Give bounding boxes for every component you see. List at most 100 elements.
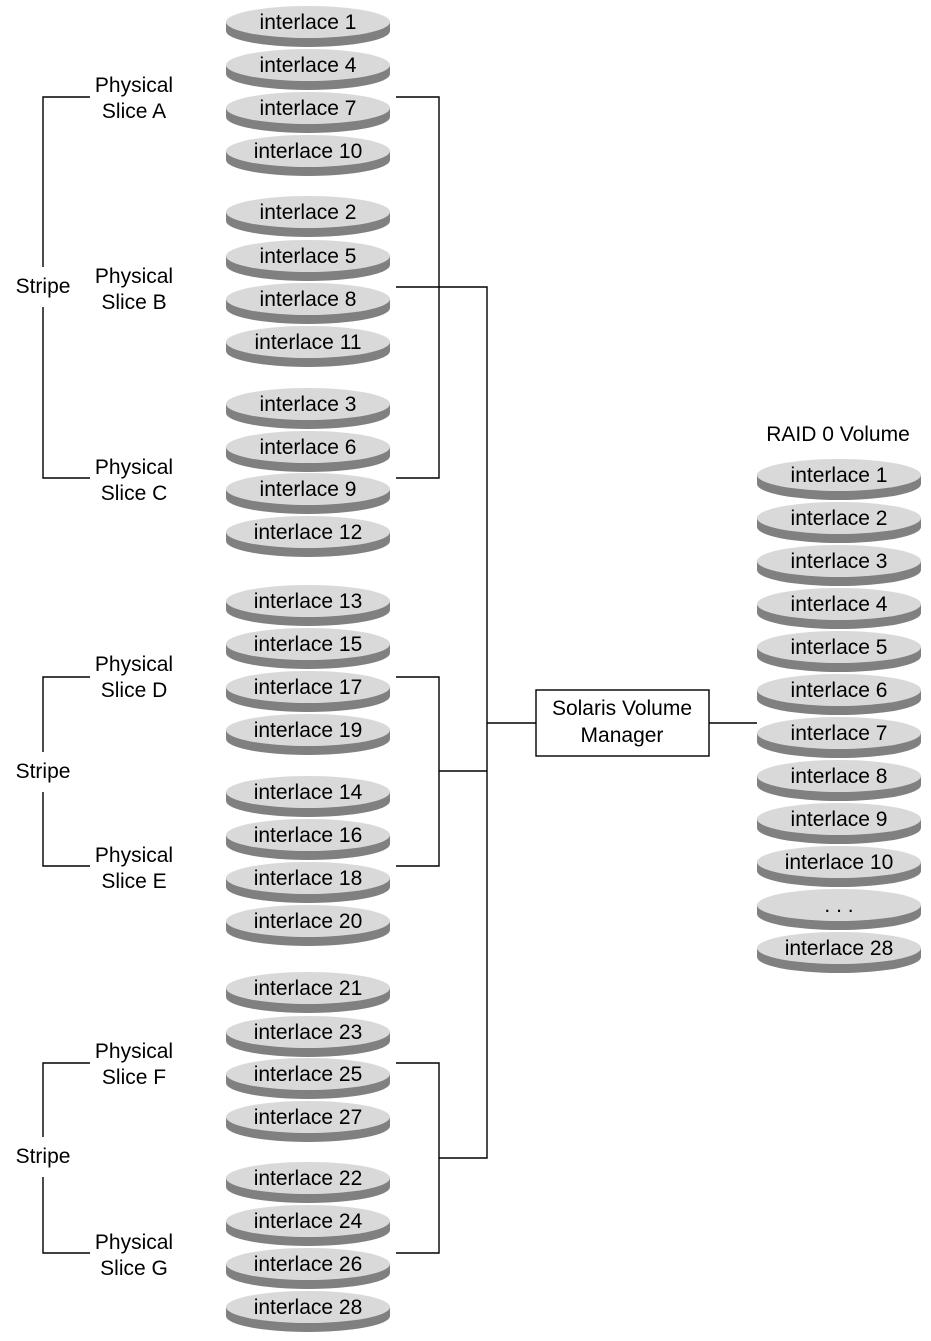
disk-top xyxy=(757,631,921,663)
slice-label-line1: Physical xyxy=(95,1231,173,1254)
interlace-label: interlace 4 xyxy=(791,593,888,616)
interlace-label: interlace 8 xyxy=(791,765,888,788)
interlace-disk: interlace 9 xyxy=(226,473,390,514)
interlace-label: interlace 12 xyxy=(254,521,363,544)
interlace-label: interlace 10 xyxy=(254,140,363,163)
interlace-label: interlace 1 xyxy=(791,464,888,487)
slice-label-line1: Physical xyxy=(95,456,173,479)
slice-label-line2: Slice F xyxy=(102,1066,166,1089)
interlace-disk: interlace 10 xyxy=(226,135,390,176)
disk-top xyxy=(757,545,921,577)
interlace-label: interlace 3 xyxy=(791,550,888,573)
disk-top xyxy=(226,92,390,124)
interlace-disk: interlace 13 xyxy=(226,585,390,626)
stripe-bracket-top xyxy=(42,96,90,267)
disk-top xyxy=(226,585,390,617)
stripe-right-bracket xyxy=(396,1062,440,1254)
interlace-disk: interlace 22 xyxy=(226,1162,390,1203)
manager-label-line2: Manager xyxy=(581,724,664,747)
interlace-disk: interlace 24 xyxy=(226,1205,390,1246)
interlace-label: interlace 7 xyxy=(791,722,888,745)
interlace-label: interlace 27 xyxy=(254,1106,363,1129)
slice-label-line1: Physical xyxy=(95,653,173,676)
disk-top xyxy=(226,1291,390,1323)
interlace-disk: interlace 10 xyxy=(757,846,921,887)
interlace-label: interlace 2 xyxy=(791,507,888,530)
interlace-label: interlace 22 xyxy=(254,1167,363,1190)
interlace-disk: interlace 8 xyxy=(757,760,921,801)
interlace-disk: interlace 4 xyxy=(757,588,921,629)
stripe-bracket-top xyxy=(42,1062,90,1137)
disk-top xyxy=(757,459,921,491)
interlace-label: interlace 23 xyxy=(254,1021,363,1044)
interlace-label: . . . xyxy=(824,894,853,917)
interlace-label: interlace 9 xyxy=(791,808,888,831)
disk-top xyxy=(757,717,921,749)
interlace-label: interlace 5 xyxy=(791,636,888,659)
interlace-disk: interlace 7 xyxy=(226,92,390,133)
interlace-label: interlace 7 xyxy=(260,97,357,120)
disk-top xyxy=(226,862,390,894)
disk-top xyxy=(226,1162,390,1194)
disk-top xyxy=(757,760,921,792)
disk-top xyxy=(757,803,921,835)
interlace-disk: interlace 25 xyxy=(226,1058,390,1099)
interlace-label: interlace 5 xyxy=(260,245,357,268)
disk-top xyxy=(757,889,921,921)
interlace-disk: interlace 9 xyxy=(757,803,921,844)
disk-top xyxy=(226,431,390,463)
volume-title: RAID 0 Volume xyxy=(766,423,910,446)
interlace-label: interlace 15 xyxy=(254,633,363,656)
interlace-disk: interlace 1 xyxy=(757,459,921,500)
interlace-label: interlace 6 xyxy=(260,436,357,459)
disk-top xyxy=(226,1016,390,1048)
disk-top xyxy=(226,6,390,38)
interlace-label: interlace 18 xyxy=(254,867,363,890)
interlace-disk: interlace 27 xyxy=(226,1101,390,1142)
disk-top xyxy=(757,588,921,620)
interlace-disk: interlace 4 xyxy=(226,49,390,90)
stripe-bracket-bottom xyxy=(42,1177,90,1254)
interlace-label: interlace 8 xyxy=(260,288,357,311)
interlace-disk: interlace 28 xyxy=(757,932,921,973)
interlace-disk: interlace 14 xyxy=(226,776,390,817)
interlace-disk: interlace 21 xyxy=(226,972,390,1013)
interlace-disk: interlace 26 xyxy=(226,1248,390,1289)
disk-top xyxy=(226,196,390,228)
interlace-label: interlace 14 xyxy=(254,781,363,804)
disk-top xyxy=(226,1058,390,1090)
stripe-label: Stripe xyxy=(16,760,71,783)
interlace-disk: interlace 5 xyxy=(226,240,390,281)
stripe-label: Stripe xyxy=(16,275,71,298)
disk-top xyxy=(226,972,390,1004)
slice-label-line1: Physical xyxy=(95,1040,173,1063)
interlace-label: interlace 1 xyxy=(260,11,357,34)
interlace-label: interlace 9 xyxy=(260,478,357,501)
interlace-disk: interlace 15 xyxy=(226,628,390,669)
disk-top xyxy=(757,846,921,878)
slice-label-line2: Slice A xyxy=(102,100,166,123)
interlace-label: interlace 2 xyxy=(260,201,357,224)
interlace-label: interlace 20 xyxy=(254,910,363,933)
disk-top xyxy=(226,1248,390,1280)
interlace-disk: interlace 6 xyxy=(226,431,390,472)
interlace-label: interlace 26 xyxy=(254,1253,363,1276)
interlace-disk: interlace 11 xyxy=(226,326,390,367)
stripe-right-bracket xyxy=(396,676,440,867)
disk-top xyxy=(226,1101,390,1133)
slice-label-line2: Slice E xyxy=(101,870,166,893)
disk-top xyxy=(226,776,390,808)
interlace-label: interlace 6 xyxy=(791,679,888,702)
slice-label-line1: Physical xyxy=(95,265,173,288)
slice-label-line2: Slice B xyxy=(101,291,166,314)
interlace-label: interlace 3 xyxy=(260,393,357,416)
interlace-disk: interlace 3 xyxy=(226,388,390,429)
interlace-label: interlace 28 xyxy=(785,937,894,960)
interlace-label: interlace 19 xyxy=(254,719,363,742)
interlace-disk: interlace 19 xyxy=(226,714,390,755)
interlace-disk: interlace 2 xyxy=(757,502,921,543)
interlace-label: interlace 17 xyxy=(254,676,363,699)
manager-label-line1: Solaris Volume xyxy=(552,697,692,720)
disk-top xyxy=(226,388,390,420)
